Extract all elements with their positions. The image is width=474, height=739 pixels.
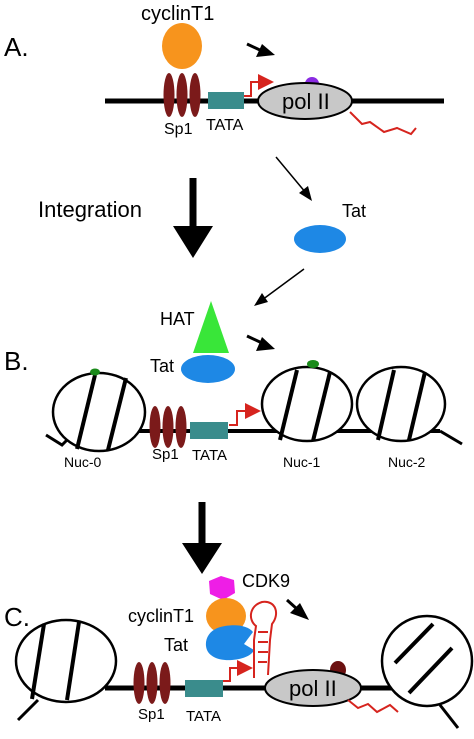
tss-arrow-b [229, 403, 261, 426]
nucleosome-0 [51, 368, 147, 453]
sp1-label-a: Sp1 [164, 121, 193, 138]
tat-label-b: Tat [150, 356, 174, 376]
nucleosome-left-c [14, 618, 118, 722]
tata-label-c: TATA [186, 708, 221, 725]
nucleosome-1 [260, 360, 354, 443]
nucleosome-right-c [380, 614, 474, 729]
arrow-b-short-head [256, 337, 275, 351]
integration-arrow-head [173, 226, 213, 258]
pol-ii-label-c: pol II [289, 676, 337, 701]
panel-c-letter: C. [4, 602, 30, 632]
tata-label-b: TATA [192, 447, 227, 464]
panel-b: B. Nuc-0 Sp1 TATA HAT Tat [4, 301, 463, 470]
sp1-sites-a [163, 73, 201, 117]
tata-box-c [185, 680, 223, 697]
tat-c [205, 625, 254, 661]
thin-arrow-to-hat-head [254, 293, 268, 306]
arrow-c-short [285, 598, 299, 611]
hat-label: HAT [160, 309, 195, 329]
tat-label-c: Tat [164, 635, 188, 655]
nucleosome-2 [355, 365, 447, 443]
tata-label-a: TATA [206, 117, 244, 134]
tat-b [181, 355, 235, 383]
tss-arrow-c [223, 660, 253, 682]
hat-protein [193, 301, 229, 353]
thin-arrow-to-tat [275, 156, 307, 194]
pol-ii-a [257, 82, 353, 120]
nuc2-label: Nuc-2 [388, 454, 426, 470]
activation-arrow-head [182, 543, 222, 574]
dna-tail-right-b [439, 429, 463, 446]
transcript-a [349, 111, 417, 136]
sp1-sites-b [149, 406, 187, 448]
nuc0-label: Nuc-0 [64, 454, 102, 470]
tat-free-label: Tat [342, 201, 366, 221]
thin-arrow-to-tat-head [299, 186, 312, 201]
cdk9-label: CDK9 [242, 571, 290, 591]
sp1-sites-c [133, 662, 171, 704]
cyclin-label-c: cyclinT1 [128, 606, 194, 626]
cyclin-t1-a [162, 23, 202, 69]
panel-c: C. Sp1 TATA CDK9 cyclinT1 Tat [4, 571, 474, 729]
thin-arrow-to-hat [261, 268, 305, 301]
arrow-c-short-head [290, 603, 309, 620]
pol-ii-c [264, 669, 362, 707]
arrow-b-short [246, 334, 263, 345]
transcript-c [347, 699, 399, 714]
panel-a-letter: A. [4, 32, 29, 62]
transition-ab: Integration Tat [38, 156, 366, 306]
cyclin-t1-c [206, 598, 246, 634]
tar-rna [249, 600, 278, 678]
tata-box-a [208, 92, 244, 109]
tss-arrow-a [244, 74, 274, 97]
cyclin-label-a: cyclinT1 [141, 3, 214, 25]
nuc1-label: Nuc-1 [283, 454, 321, 470]
sp1-label-b: Sp1 [152, 446, 179, 463]
integration-label: Integration [38, 197, 142, 222]
panel-b-letter: B. [4, 346, 29, 376]
tat-free [294, 225, 346, 253]
arrow-a-short-head [256, 44, 275, 57]
transition-bc [182, 502, 222, 574]
cdk9-protein [209, 576, 235, 600]
panel-a: A. cyclinT1 Sp1 TATA pol II [4, 3, 444, 138]
tata-box-b [190, 422, 228, 439]
pol-ii-label-a: pol II [282, 89, 330, 114]
sp1-label-c: Sp1 [138, 706, 165, 723]
